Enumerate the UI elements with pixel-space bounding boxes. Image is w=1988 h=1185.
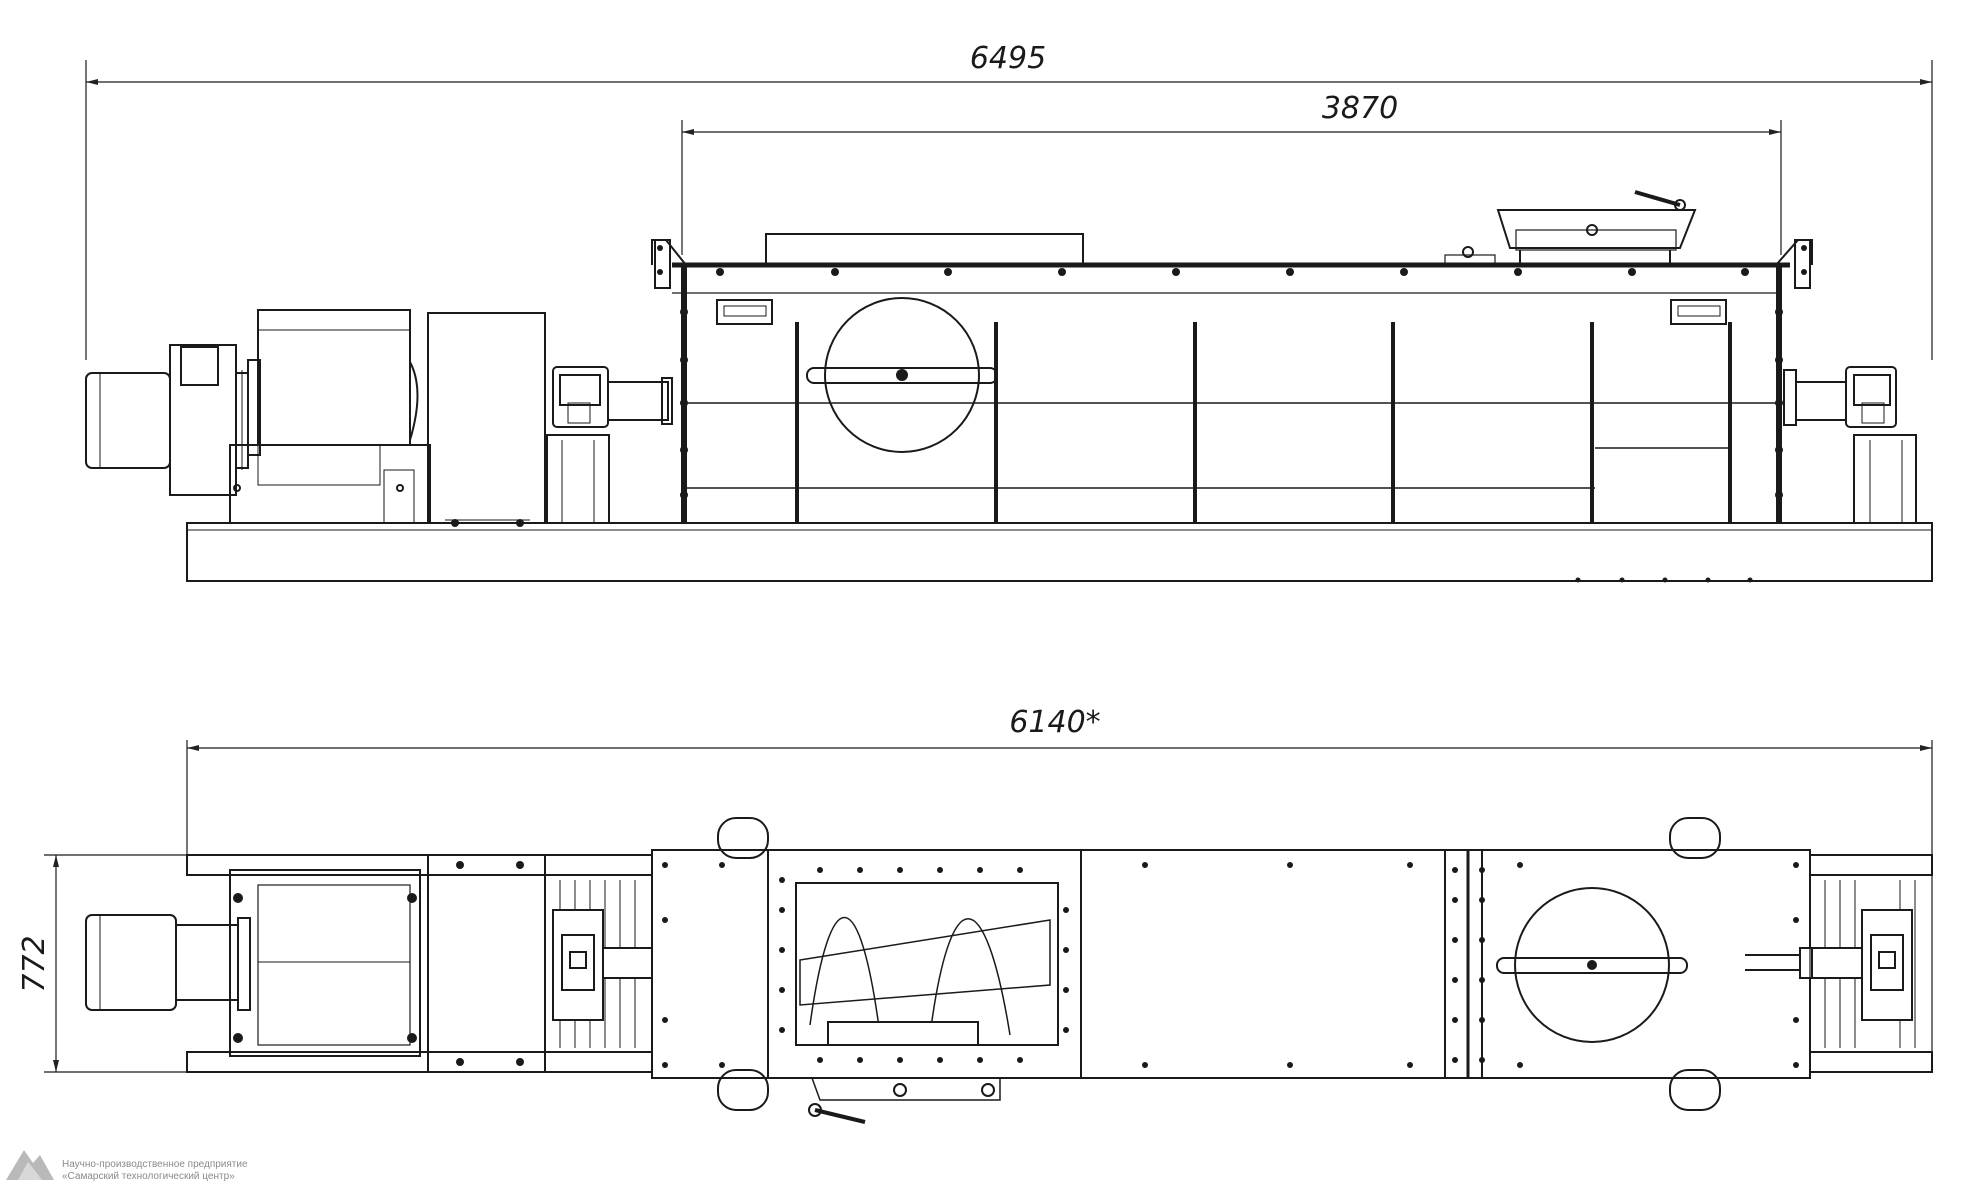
base-holes — [1575, 577, 1753, 583]
base-frame — [186, 522, 1933, 582]
company-name-line2: «Самарский технологический центр» — [62, 1171, 235, 1182]
bearing-plan-right — [1745, 874, 1933, 1053]
dim-label-base: 6140* — [1009, 705, 1100, 740]
dimension-width: 772 — [17, 854, 190, 1073]
trough-plan — [651, 817, 1811, 1124]
bearing-plan-left — [544, 874, 720, 1053]
trough-housing — [651, 190, 1813, 524]
coupling-guard — [427, 312, 546, 527]
dim-label-width: 772 — [17, 935, 52, 992]
bearing-unit-right — [1783, 366, 1917, 524]
dimension-base-length: 6140* — [186, 705, 1933, 860]
coupling-guard-plan — [427, 854, 546, 1073]
company-name-line1: Научно-производственное предприятие — [62, 1159, 248, 1170]
motor-plan — [85, 914, 251, 1011]
plan-view: 6140* 772 — [17, 705, 1933, 1124]
side-view: 6495 3870 — [85, 41, 1933, 583]
dimension-overall-length: 6495 — [85, 41, 1933, 360]
bearing-unit-left — [546, 366, 673, 524]
electric-motor — [85, 344, 249, 496]
dim-label-housing: 3870 — [1322, 91, 1398, 126]
gearbox-plan — [229, 869, 421, 1057]
company-logo-icon — [6, 1150, 54, 1180]
dimension-housing-length: 3870 — [681, 91, 1782, 255]
dim-label-overall: 6495 — [970, 41, 1046, 76]
gearbox — [229, 309, 431, 524]
